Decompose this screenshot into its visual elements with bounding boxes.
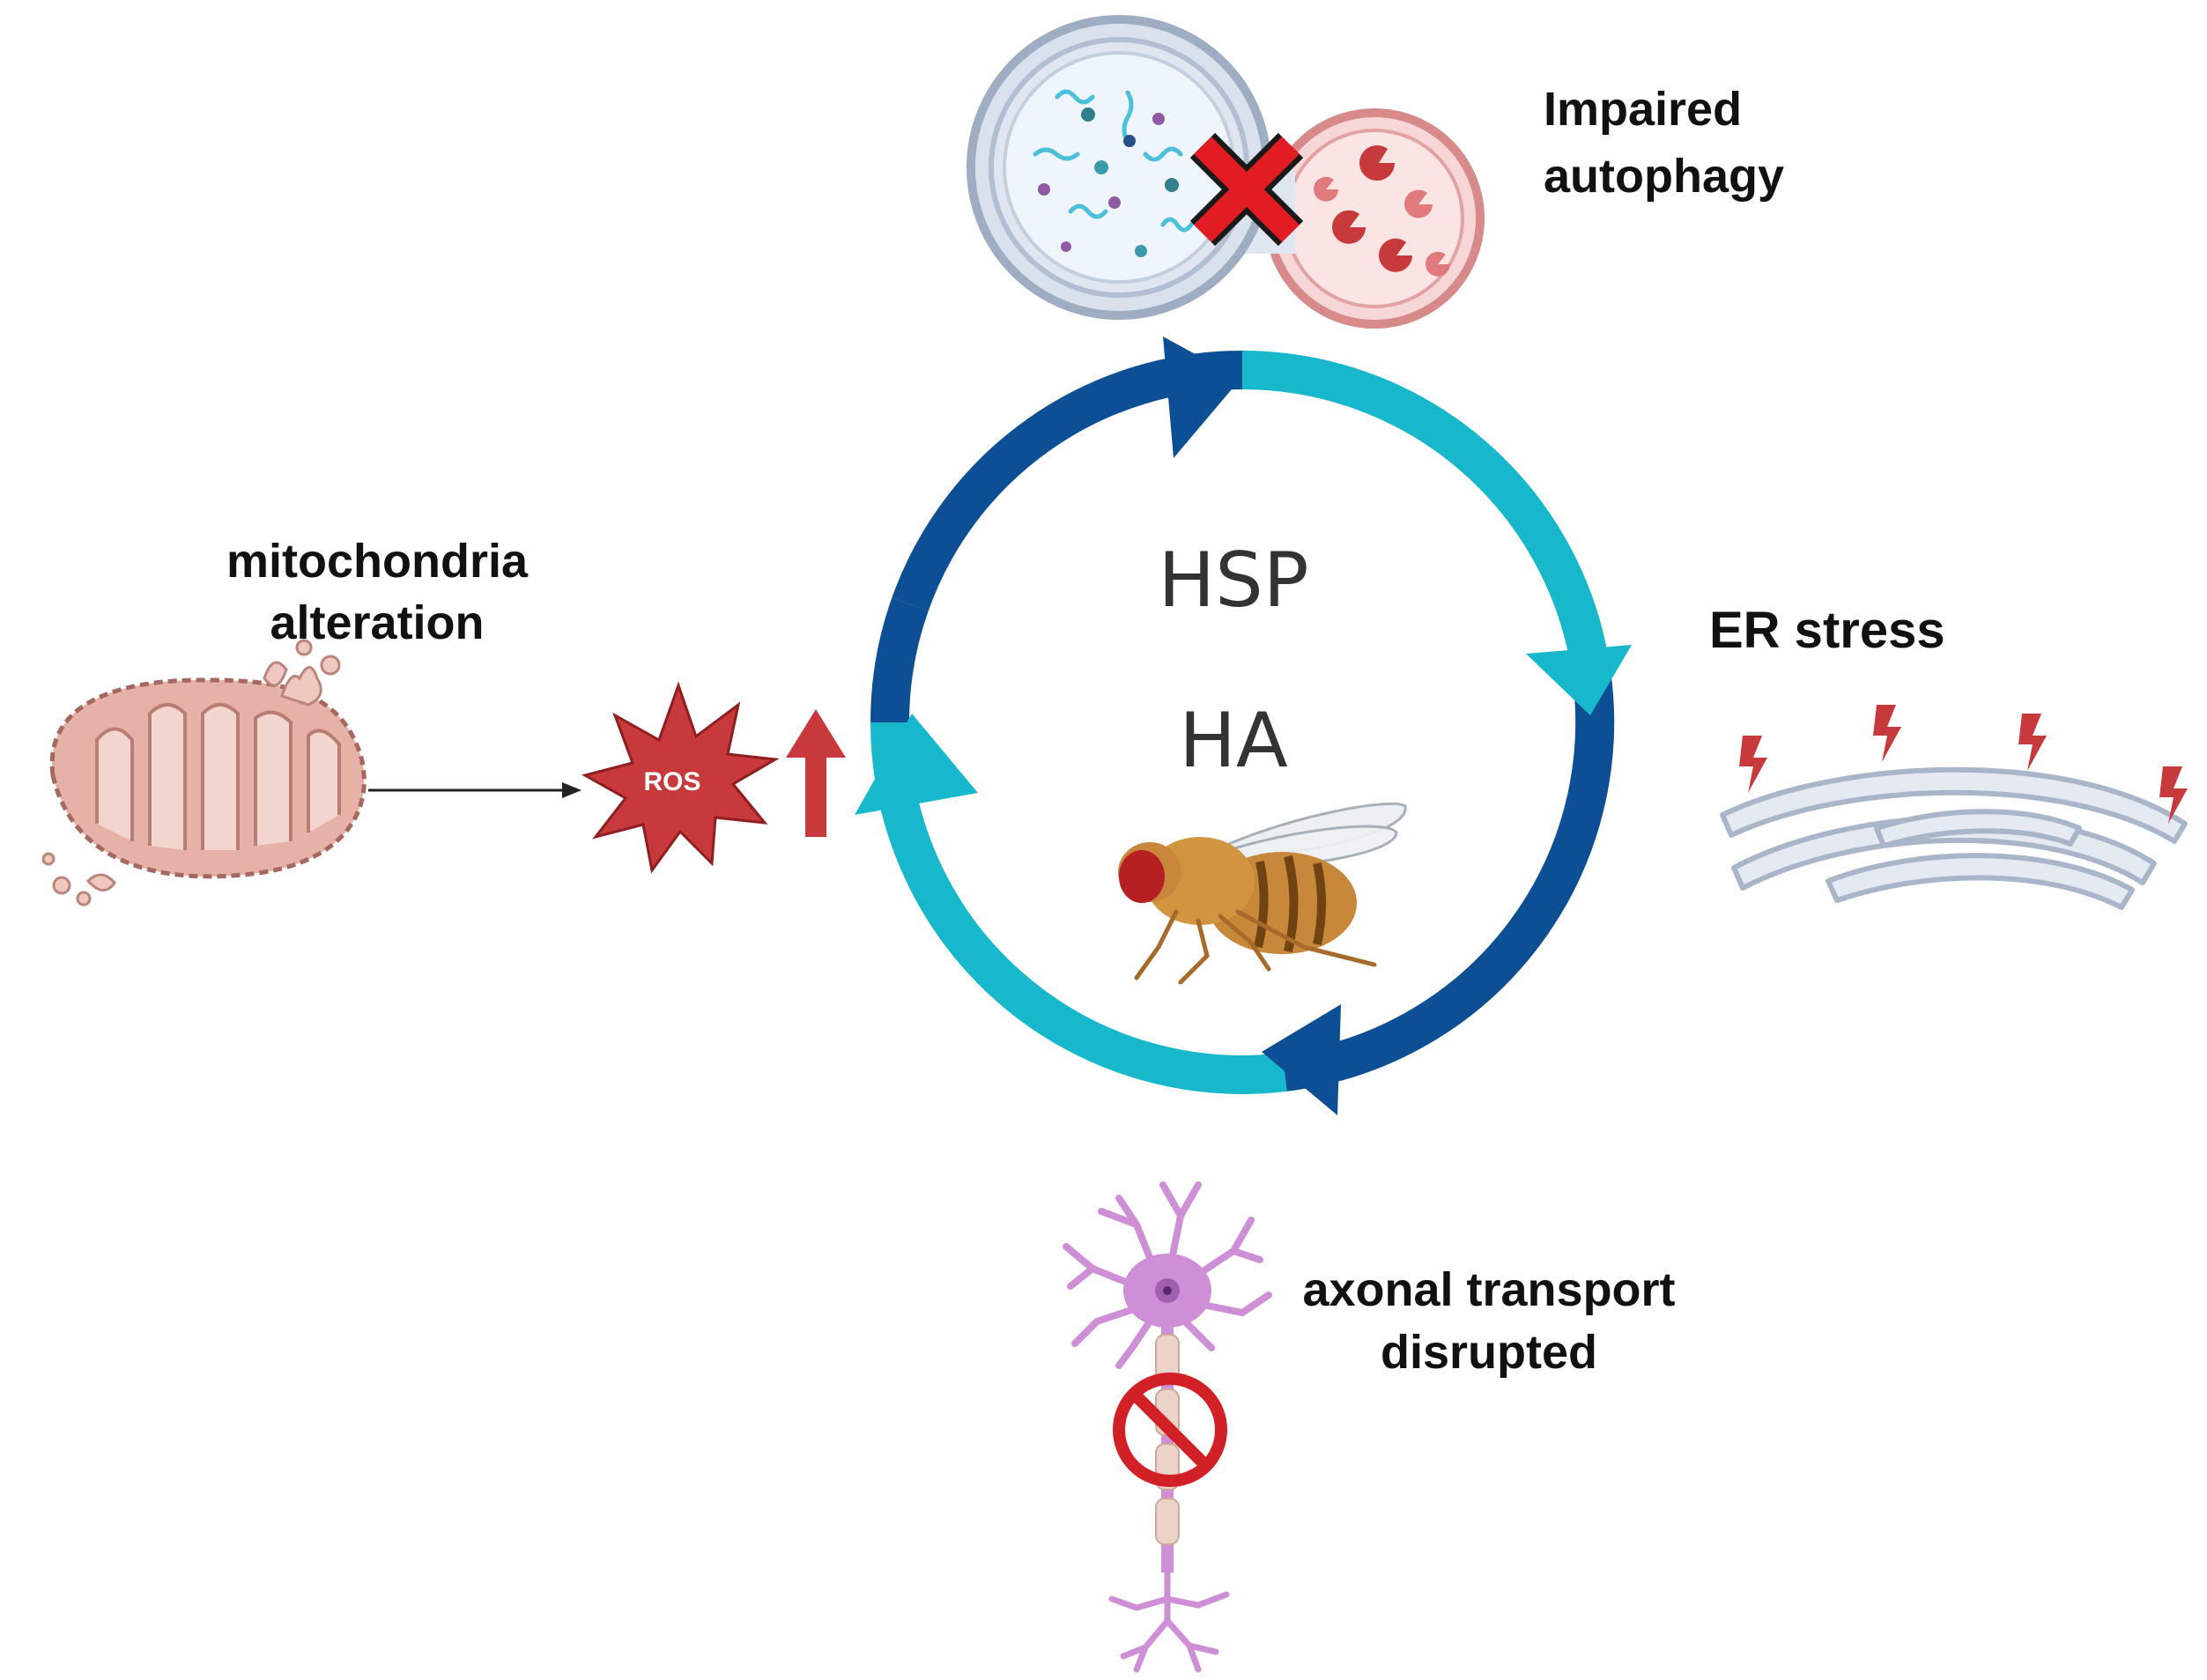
- center-label-hsp: HSP: [1158, 537, 1308, 625]
- ros-starburst: [581, 681, 780, 874]
- autophagosome-lumen: [1003, 51, 1235, 284]
- cycle-arc-bottom-light: [870, 722, 1287, 1094]
- axonal-label-line2: disrupted: [1381, 1326, 1597, 1379]
- lightning-icon-4: [2159, 766, 2188, 824]
- increase-arrow-icon: [786, 709, 846, 837]
- lightning-icon-3: [2018, 714, 2047, 771]
- lightning-icon-1: [1739, 736, 1767, 793]
- no-entry-icon: [1113, 1373, 1227, 1487]
- autophagy-icon: [966, 15, 1485, 329]
- ros-burst-icon: ROS: [581, 681, 780, 874]
- arrowhead-top: [1163, 337, 1241, 458]
- endoplasmic-reticulum-icon: [1720, 766, 2188, 910]
- mito-fragments: [41, 639, 341, 907]
- ros-label: ROS: [643, 767, 700, 796]
- autophagosome-particles: [1038, 107, 1179, 257]
- autophagy-label-line2: autophagy: [1544, 150, 1784, 203]
- block-x-icon: [1189, 132, 1304, 247]
- mito-to-ros-arrow: [368, 782, 581, 798]
- er-stress-label: ER stress: [1709, 602, 1945, 659]
- lightning-bolt-icons: [1739, 705, 2188, 824]
- lightning-icon-2: [1873, 705, 1901, 762]
- mito-cristae: [95, 703, 341, 850]
- cycle-arrowheads: [855, 337, 1632, 1115]
- center-label-ha: HA: [1179, 697, 1288, 785]
- fruit-fly-icon: [1118, 802, 1407, 985]
- arrowhead-left: [855, 714, 978, 815]
- cycle-arc-right-light: [1241, 351, 1609, 664]
- arrowhead-right: [1526, 645, 1632, 715]
- neuron-nucleolus: [1163, 1286, 1172, 1295]
- axonal-label-line1: axonal transport: [1302, 1263, 1675, 1316]
- autophagosome-cargo: [1033, 89, 1194, 233]
- neuron-icon: [1063, 1181, 1272, 1673]
- cycle-arc-right-dark: [1282, 657, 1615, 1092]
- fly-legs: [1134, 909, 1377, 985]
- mitochondria-icon: [41, 639, 367, 907]
- neuron-axon-terminals: [1108, 1569, 1230, 1673]
- cycle-arc-left-dark: [870, 597, 929, 723]
- lysosome-enzymes: [1314, 145, 1450, 277]
- arrowhead-bottom: [1262, 1004, 1341, 1115]
- fly-eye: [1119, 850, 1165, 903]
- autophagy-label-line1: Impaired: [1544, 83, 1742, 136]
- mitochondria-label-line1: mitochondria: [226, 535, 529, 588]
- neuron-dendrites: [1063, 1181, 1272, 1369]
